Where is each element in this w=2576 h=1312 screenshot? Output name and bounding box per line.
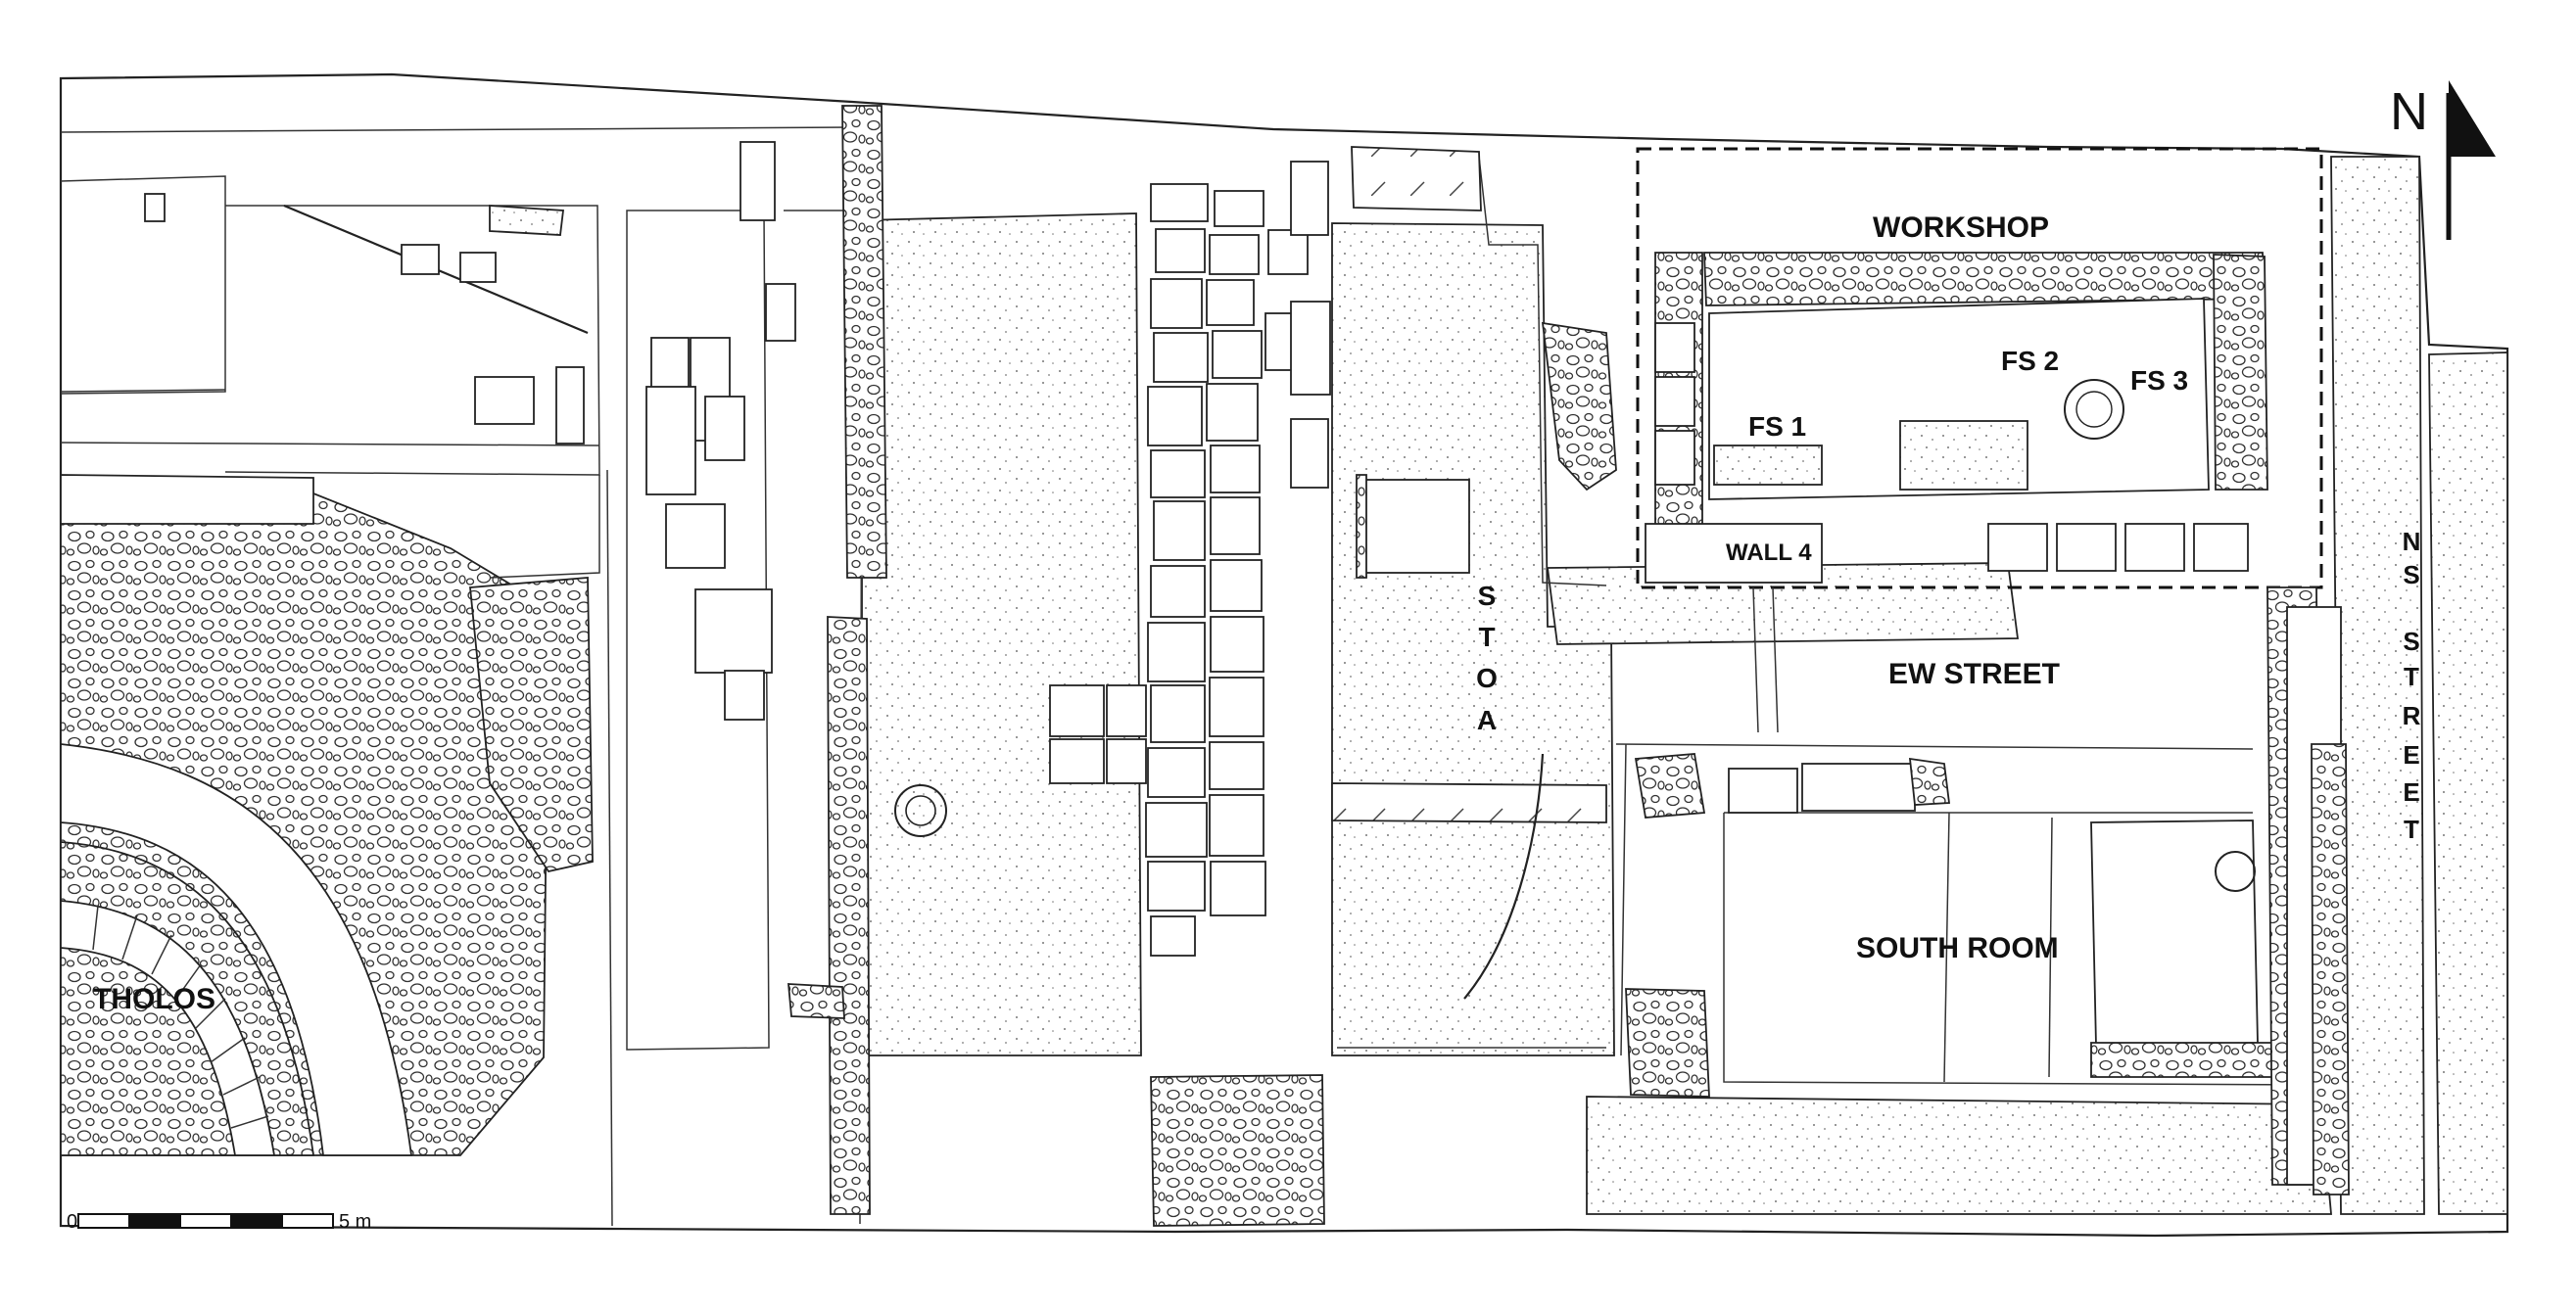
ns-street-letter: E [2403,777,2419,807]
scale-end-label: 5 m [339,1211,371,1233]
stoa-letter: A [1477,705,1497,735]
fs1-label: FS 1 [1748,411,1806,442]
ew-street-label: EW STREET [1888,658,2060,690]
ns-street-letter: T [2404,815,2419,844]
central-paving [894,161,1331,1227]
stoa-label: S T O A [1476,581,1498,735]
south-room-label: SOUTH ROOM [1856,932,2059,964]
workshop-label: WORKSHOP [1873,211,2049,244]
fs2-label: FS 2 [2001,346,2059,376]
ns-street-letter: E [2403,740,2419,770]
tholos-label: THOLOS [93,983,215,1015]
central-west-rooms [626,105,887,1225]
north-arrow-icon: N [2390,80,2496,240]
ground-areas [861,156,2508,1215]
south-rooms [1615,586,2350,1195]
fs3-label: FS 3 [2130,365,2188,396]
west-rooms [60,126,853,1227]
workshop-zone [1541,252,2268,584]
stoa-letter: S [1478,581,1497,611]
ns-street-letter: N [2403,527,2421,556]
site-outline [59,72,2509,1238]
stoa-letter: T [1478,622,1495,652]
north-letter: N [2390,82,2428,141]
tholos-structure [60,477,594,1156]
site-labels: WORKSHOP FS 1 FS 2 FS 3 WALL 4 EW STREET… [93,211,2421,1015]
workshop-boundary [1636,147,2323,589]
ns-street-letter: S [2403,560,2419,589]
ns-street-letter: S [2403,627,2419,656]
ns-street-letter: T [2404,662,2419,691]
scale-bar: 0 5 m [67,1211,371,1233]
ns-street-letter: R [2403,701,2421,730]
ns-street-label: N S S T R E E T [2403,527,2421,844]
stoa-area [1331,146,1607,1049]
stoa-letter: O [1476,663,1498,693]
wall4-label: WALL 4 [1726,539,1812,566]
scale-start-label: 0 [67,1211,77,1233]
